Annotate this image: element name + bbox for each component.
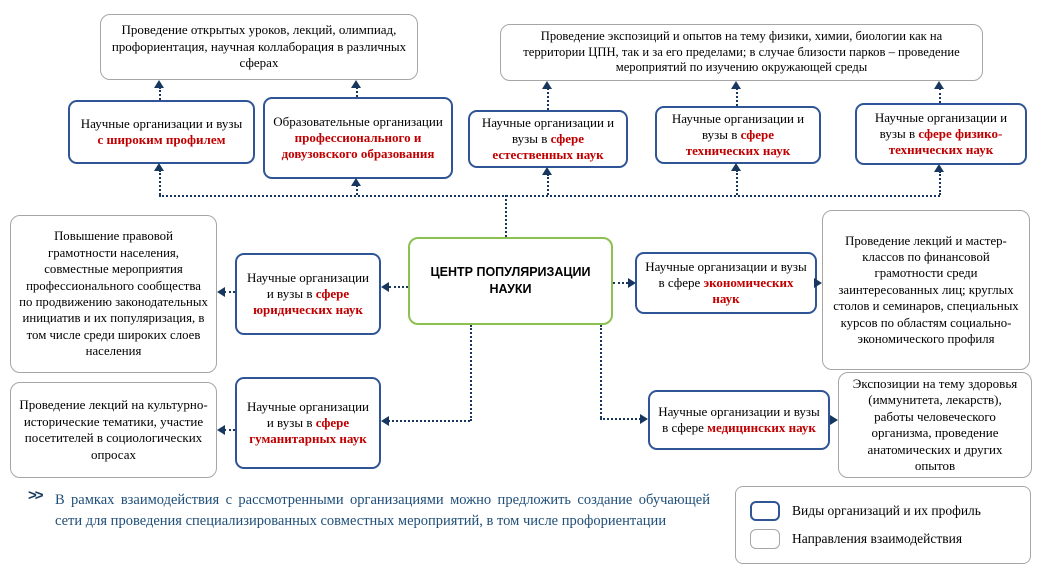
org-box-humanities: Научные организации и вузы в сфере гуман… <box>235 377 381 469</box>
legend: Виды организаций и их профиль Направлени… <box>735 486 1031 564</box>
legend-item-organizations: Виды организаций и их профиль <box>750 501 1016 521</box>
activity-note-expositions: Проведение экспозиций и опытов на тему ф… <box>500 24 983 81</box>
dotted-connector <box>736 170 738 195</box>
legend-label: Виды организаций и их профиль <box>792 503 981 518</box>
footnote-marker: >> <box>28 487 43 504</box>
dotted-connector <box>388 420 470 422</box>
org-box-natural-sciences: Научные организации и вузы в сфере естес… <box>468 110 628 168</box>
dotted-connector <box>356 87 358 97</box>
dotted-connector <box>547 174 549 195</box>
arrowhead-icon <box>814 278 822 288</box>
arrowhead-icon <box>217 425 225 435</box>
activity-note-cultural-lectures: Проведение лекций на культурно-историчес… <box>10 382 217 478</box>
dotted-connector <box>600 325 602 418</box>
arrowhead-icon <box>830 415 838 425</box>
org-box-label: Научные организации и вузы в сфере естес… <box>481 115 615 162</box>
arrowhead-icon <box>351 178 361 186</box>
org-box-label: Научные организации и вузы в сфере эконо… <box>645 259 807 306</box>
arrowhead-icon <box>351 80 361 88</box>
arrowhead-icon <box>934 81 944 89</box>
dotted-connector <box>600 418 641 420</box>
center-box: ЦЕНТР ПОПУЛЯРИЗАЦИИ НАУКИ <box>408 237 613 325</box>
legend-label: Направления взаимодействия <box>792 531 963 546</box>
legend-item-interactions: Направления взаимодействия <box>750 529 1016 549</box>
dotted-connector <box>613 282 628 284</box>
dotted-connector <box>505 195 507 237</box>
arrowhead-icon <box>542 167 552 175</box>
dotted-connector <box>547 88 549 110</box>
dotted-connector <box>159 87 161 100</box>
org-box-broad-profile: Научные организации и вузы с широким про… <box>68 100 255 164</box>
dotted-connector <box>159 170 161 195</box>
footnote-text: В рамках взаимодействия с рассмотренными… <box>55 492 710 529</box>
arrowhead-icon <box>217 287 225 297</box>
org-box-educational: Образовательные организации профессионал… <box>263 97 453 179</box>
org-box-legal-sciences: Научные организации и вузы в сфере юриди… <box>235 253 381 335</box>
org-box-medical-sciences: Научные организации и вузы в сфере медиц… <box>648 390 830 450</box>
dotted-connector <box>224 291 235 293</box>
dotted-connector <box>224 429 235 431</box>
dotted-connector <box>356 185 358 195</box>
activity-note-financial-literacy: Проведение лекций и мастер-классов по фи… <box>822 210 1030 370</box>
org-box-swatch-icon <box>750 501 780 521</box>
dotted-connector <box>939 88 941 103</box>
org-box-label: Научные организации и вузы в сфере техни… <box>671 111 805 158</box>
dotted-connector <box>470 325 472 421</box>
arrowhead-icon <box>154 80 164 88</box>
org-box-label: Научные организации и вузы в сфере юриди… <box>246 270 370 317</box>
note-box-swatch-icon <box>750 529 780 549</box>
arrowhead-icon <box>934 164 944 172</box>
dotted-connector <box>389 286 408 288</box>
arrowhead-icon <box>640 414 648 424</box>
dotted-connector <box>939 171 941 195</box>
activity-note-open-lessons: Проведение открытых уроков, лекций, олим… <box>100 14 418 80</box>
org-box-label: Образовательные организации профессионал… <box>273 114 443 161</box>
org-box-label: Научные организации и вузы в сфере гуман… <box>246 399 370 446</box>
arrowhead-icon <box>628 278 636 288</box>
dotted-connector <box>159 195 940 197</box>
org-box-economic-sciences: Научные организации и вузы в сфере эконо… <box>635 252 817 314</box>
activity-note-legal-literacy: Повышение правовой грамотности населения… <box>10 215 217 373</box>
org-box-technical-sciences: Научные организации и вузы в сфере техни… <box>655 106 821 164</box>
arrowhead-icon <box>381 282 389 292</box>
org-box-label: Научные организации и вузы в сфере медиц… <box>658 404 820 435</box>
arrowhead-icon <box>542 81 552 89</box>
org-box-physical-technical-sciences: Научные организации и вузы в сфере физик… <box>855 103 1027 165</box>
arrowhead-icon <box>381 416 389 426</box>
org-box-label: Научные организации и вузы в сфере физик… <box>874 110 1008 157</box>
arrowhead-icon <box>731 81 741 89</box>
arrowhead-icon <box>154 163 164 171</box>
org-box-label: Научные организации и вузы с широким про… <box>80 116 243 147</box>
dotted-connector <box>736 88 738 106</box>
activity-note-health-expositions: Экспозиции на тему здоровья (иммунитета,… <box>838 372 1032 478</box>
arrowhead-icon <box>731 163 741 171</box>
